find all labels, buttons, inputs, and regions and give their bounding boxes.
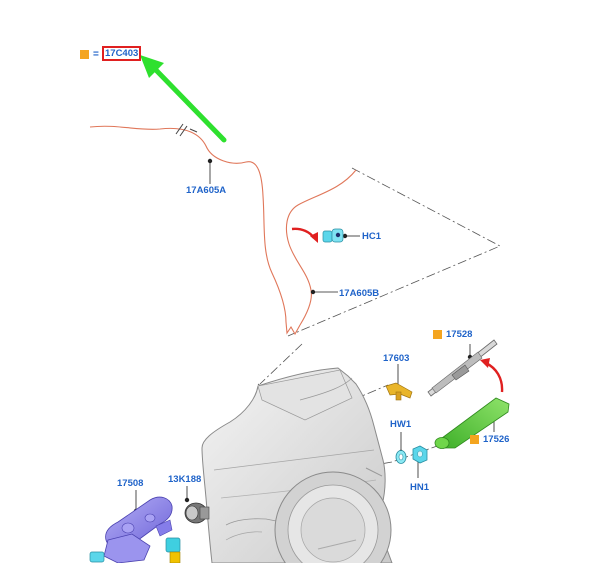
hn1-nut [412,445,428,464]
legend-equals-sign: = [93,49,99,60]
label-17603[interactable]: 17603 [383,353,410,364]
legend-part-code-17c403[interactable]: 17C403 [102,46,142,61]
label-hw1[interactable]: HW1 [390,419,412,430]
label-17528[interactable]: 17528 [446,329,473,340]
wiper-motor [103,496,173,564]
motor-connectors [89,537,181,564]
hc1-clip [322,228,344,243]
harness-connector [175,123,198,137]
label-13k188[interactable]: 13K188 [168,474,202,485]
red-arrows [291,227,504,393]
label-17a605b[interactable]: 17A605B [339,288,380,299]
label-17508[interactable]: 17508 [117,478,144,489]
label-17526-marker [470,435,479,444]
harness-17A605B [285,169,357,326]
spare-wheel-cover [274,471,392,568]
label-17a605a[interactable]: 17A605A [186,185,227,196]
green-pointer-arrow [140,55,227,143]
tailgate-panel [201,367,393,568]
washer-nozzle [385,382,413,401]
wiper-blade [427,339,498,397]
grommet-13k188 [184,502,210,524]
harness-17A605A [89,125,301,336]
label-17526[interactable]: 17526 [483,434,510,445]
wiper-arm [434,397,510,449]
label-hn1[interactable]: HN1 [410,482,430,493]
label-hc1[interactable]: HC1 [362,231,382,242]
hw1-washer [395,450,407,464]
legend-marker-square [80,50,89,59]
label-17528-marker [433,330,442,339]
wiring-harness [89,125,357,336]
